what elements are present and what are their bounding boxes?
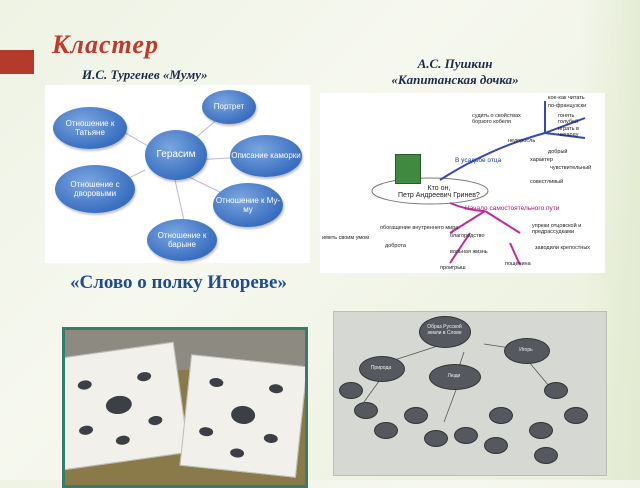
item-read: кое-как читать: [548, 95, 585, 101]
photo-small-node: [354, 402, 378, 419]
node-mumu: Отношение к Му-му: [213, 183, 283, 227]
item-serfs: заводили крепостных: [535, 245, 591, 251]
map-center: Кто он, Петр Андреевич Гринев?: [398, 185, 480, 199]
worksheet-left: [65, 341, 190, 471]
item-leapfrog: играть в чехарду: [558, 126, 579, 138]
photo-node-igor-label: Игорь: [519, 347, 533, 353]
pushkin-caption: А.С. Пушкин «Капитанская дочка»: [360, 56, 550, 88]
item-nobility: благородство: [450, 233, 485, 239]
title-accent-bar: [0, 50, 34, 74]
photo-small-node: [484, 437, 508, 454]
pushkin-caption-line2: «Капитанская дочка»: [391, 72, 519, 87]
item-character: характер: [530, 157, 553, 163]
node-lady: Отношение к барыне: [147, 219, 217, 261]
pushkin-caption-line1: А.С. Пушкин: [417, 56, 493, 71]
mumu-cluster-panel: Герасим Портрет Отношение к Татьяне Опис…: [45, 85, 310, 263]
photo-node-top-label: Образ Русской земли в Слове: [427, 324, 462, 336]
worksheet-right: [179, 354, 305, 478]
photo-small-node: [454, 427, 478, 444]
map-center-line2: Петр Андреевич Гринев?: [398, 192, 480, 199]
photo-small-node: [424, 430, 448, 447]
item-own-mind: иметь своим умом: [322, 235, 370, 241]
slide-title: Кластер: [52, 30, 159, 59]
item-french: по-французски: [548, 103, 587, 109]
item-reproaches: упреки отцовской и предрассудками: [532, 223, 582, 235]
item-sensitive: чувствительный: [550, 165, 592, 171]
item-conscientious: совестливый: [530, 179, 564, 185]
item-free-life: вольная жизнь: [450, 249, 488, 255]
pushkin-map-panel: Кто он, Петр Андреевич Гринев? В усадьбе…: [320, 93, 605, 273]
photo-small-node: [489, 407, 513, 424]
branch-father-estate: В усадьбе отца: [455, 157, 502, 164]
photo-small-node: [534, 447, 558, 464]
item-judge-dog: судить о свойствах борзого кобеля: [472, 113, 521, 125]
photo-node-people-label: Люди: [447, 373, 461, 379]
photo-small-node: [544, 382, 568, 399]
item-enrichment: обогащение внутреннего мира: [380, 225, 459, 231]
photo-node-nature: [359, 356, 405, 382]
node-closet: Описание каморки: [230, 135, 302, 177]
worksheets-photo: [62, 327, 308, 488]
node-portrait: Портрет: [202, 90, 256, 124]
node-gerasim: Герасим: [145, 130, 207, 180]
photo-small-node: [339, 382, 363, 399]
item-kindness: доброта: [385, 243, 406, 249]
slovo-cluster-photo: Образ Русской земли в Слове Игорь Природ…: [333, 311, 607, 476]
item-kind: добрый: [548, 149, 568, 155]
turgenev-caption: И.С. Тургенев «Муму»: [82, 67, 208, 82]
item-loss: проигрыш: [440, 265, 466, 271]
photo-small-node: [564, 407, 588, 424]
node-servants: Отношение с дворовыми: [55, 165, 135, 213]
photo-small-node: [374, 422, 398, 439]
photo-small-node: [529, 422, 553, 439]
photo-node-nature-label: Природа: [370, 365, 392, 371]
book-cover-image: [395, 154, 421, 184]
map-center-line1: Кто он,: [427, 185, 451, 192]
slovo-caption: «Слово о полку Игореве»: [70, 272, 287, 293]
node-attitude-tatiana: Отношение к Татьяне: [53, 107, 127, 149]
photo-small-node: [404, 407, 428, 424]
item-pigeons: гонять голубей: [558, 113, 579, 125]
photo-node-igor: [504, 338, 550, 364]
item-slap: пощёчина: [505, 261, 531, 267]
map-branches: [371, 101, 586, 266]
item-nedorosl: недоросль: [508, 138, 536, 144]
branch-independent-path: Начало самостоятельного пути: [465, 205, 560, 212]
photo-node-top: [419, 316, 471, 348]
photo-node-people: [429, 364, 481, 390]
